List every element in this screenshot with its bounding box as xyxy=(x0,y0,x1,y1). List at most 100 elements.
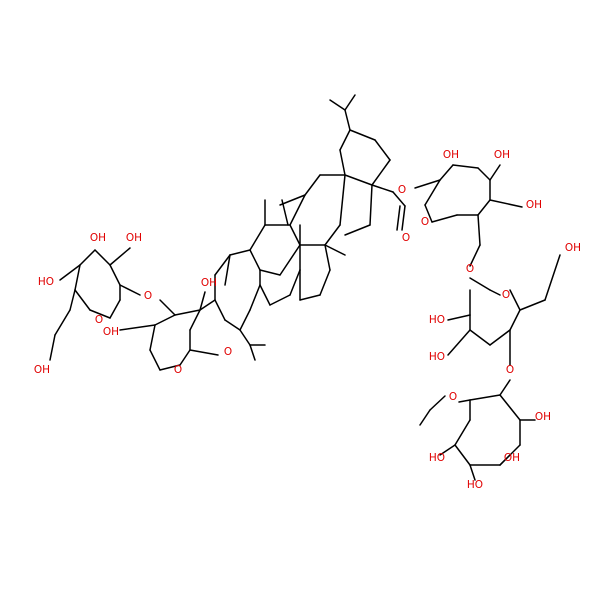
bond-line xyxy=(49,334,56,361)
bond-line xyxy=(289,194,306,226)
ring-oxygen-label: O xyxy=(449,391,457,403)
bond-line xyxy=(419,409,431,426)
bonds-layer xyxy=(49,94,561,481)
bond-line xyxy=(79,249,96,266)
bond-line xyxy=(109,264,121,286)
linker-oxygen-label: O xyxy=(506,364,514,376)
bond-line xyxy=(279,194,306,206)
bond-line xyxy=(249,344,256,361)
bond-line xyxy=(74,264,81,291)
bond-line xyxy=(119,324,156,331)
bond-line xyxy=(249,224,266,251)
bond-line xyxy=(74,289,91,311)
bond-line xyxy=(374,139,391,161)
bond-line xyxy=(431,214,458,223)
bond-line xyxy=(289,224,301,246)
bond-line xyxy=(339,149,346,176)
bond-line xyxy=(349,129,376,141)
bond-line xyxy=(324,244,346,256)
bond-line xyxy=(519,299,546,311)
bond-line xyxy=(189,349,219,356)
bond-line xyxy=(281,199,289,226)
bond-line xyxy=(544,254,561,301)
hydroxyl-label: OH xyxy=(90,232,106,244)
bond-line xyxy=(69,289,76,311)
bond-line xyxy=(174,309,201,316)
ring-oxygen-label: O xyxy=(174,364,182,376)
bond-line xyxy=(509,289,521,311)
bond-line xyxy=(249,284,261,311)
bond-line xyxy=(339,174,346,226)
bond-line xyxy=(424,204,433,223)
bond-line xyxy=(279,244,301,276)
bond-line xyxy=(509,309,521,331)
hydroxyl-label: OH xyxy=(126,232,142,244)
bond-line xyxy=(454,419,471,446)
hydroxyl-label: OH xyxy=(201,277,217,289)
bond-line xyxy=(439,164,454,181)
bond-line xyxy=(489,199,523,208)
bond-line xyxy=(499,379,511,396)
bond-line xyxy=(477,167,491,181)
bond-line xyxy=(447,329,471,356)
carbonyl-oxygen-label: O xyxy=(402,232,410,244)
bond-line xyxy=(424,179,441,206)
bond-line xyxy=(499,454,511,466)
bond-line xyxy=(239,309,251,331)
bond-line xyxy=(269,294,291,306)
hydroxyl-label: OH xyxy=(504,452,520,464)
bond-line xyxy=(429,395,446,411)
bond-line xyxy=(119,284,141,296)
hydroxyl-label: HO xyxy=(429,351,445,363)
bond-line xyxy=(149,324,156,351)
bond-line xyxy=(224,319,241,331)
bond-line xyxy=(396,205,401,231)
bond-line xyxy=(392,191,406,207)
bond-line xyxy=(477,199,491,216)
bond-line xyxy=(458,399,471,403)
bond-line xyxy=(89,309,111,319)
bond-line xyxy=(489,164,501,181)
hydroxyl-label: OH xyxy=(526,199,542,211)
bond-line xyxy=(199,299,216,311)
bond-line xyxy=(469,394,501,401)
bond-line xyxy=(489,289,501,296)
bond-line xyxy=(344,94,356,111)
bond-line xyxy=(179,349,191,366)
hydroxyl-label: OH xyxy=(103,326,119,338)
bond-line xyxy=(447,314,471,321)
bond-line xyxy=(344,109,351,131)
linker-oxygen-label: O xyxy=(144,290,152,302)
bond-line xyxy=(259,284,271,306)
bond-line xyxy=(214,299,226,321)
bond-line xyxy=(94,249,111,266)
ring-oxygen-label: O xyxy=(421,216,429,228)
bond-line xyxy=(324,244,331,271)
bond-line xyxy=(319,269,331,296)
hydroxyl-label: OH xyxy=(443,149,459,161)
hydroxyl-label: OH xyxy=(34,364,50,376)
bond-line xyxy=(54,309,71,336)
bond-line xyxy=(224,254,231,286)
ring-oxygen-label: O xyxy=(502,289,510,301)
bond-line xyxy=(454,444,471,466)
bond-line xyxy=(149,349,161,371)
bond-line xyxy=(109,299,121,319)
bond-line xyxy=(401,205,406,231)
bond-line xyxy=(477,214,481,246)
bond-line xyxy=(189,309,201,331)
ring-oxygen-label: O xyxy=(95,314,103,326)
bond-line xyxy=(229,249,251,256)
bond-line xyxy=(344,174,373,186)
hydroxyl-label: HO xyxy=(429,452,445,464)
bond-line xyxy=(289,269,301,296)
bond-line xyxy=(469,464,476,481)
bond-line xyxy=(469,329,491,346)
bond-line xyxy=(452,164,479,169)
bond-line xyxy=(439,444,456,456)
hydroxyl-label: OH xyxy=(535,411,551,423)
bond-line xyxy=(344,224,371,236)
hydroxyl-label: HO xyxy=(38,276,54,288)
